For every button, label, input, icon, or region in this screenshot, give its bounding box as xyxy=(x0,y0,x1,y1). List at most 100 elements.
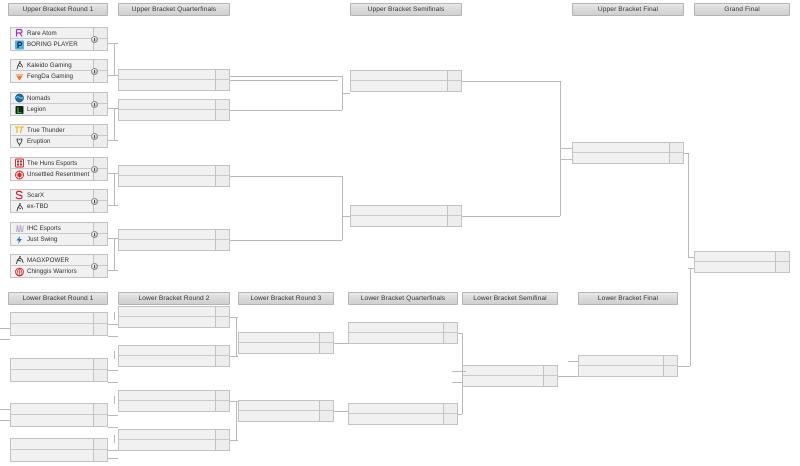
match-team-row[interactable] xyxy=(119,356,229,366)
match-team-row[interactable] xyxy=(573,143,683,153)
match-info-icon[interactable] xyxy=(91,67,98,75)
match-team-row[interactable]: ex-TBD xyxy=(11,201,107,212)
match-team-row[interactable] xyxy=(349,333,457,343)
match-team-row[interactable] xyxy=(119,80,229,90)
match-team-row[interactable] xyxy=(119,110,229,120)
match-team-row[interactable] xyxy=(119,440,229,450)
match-team-row[interactable]: Rare Atom xyxy=(11,28,107,39)
match-team-row[interactable] xyxy=(11,404,107,415)
connector-line xyxy=(230,240,342,241)
match-team-row[interactable] xyxy=(119,401,229,411)
match-team-row[interactable] xyxy=(119,430,229,440)
score-cell xyxy=(444,323,457,333)
match-team-row[interactable] xyxy=(11,324,107,335)
team-name: IHC Esports xyxy=(27,224,61,232)
match-team-row[interactable] xyxy=(119,230,229,240)
connector-line xyxy=(334,343,348,344)
match-team-row[interactable] xyxy=(349,323,457,333)
match-team-row[interactable] xyxy=(239,333,333,343)
match-team-row[interactable] xyxy=(351,216,461,226)
match-team-row[interactable] xyxy=(239,411,333,421)
match-team-row[interactable] xyxy=(119,240,229,250)
match-team-row[interactable] xyxy=(351,206,461,216)
score-cell xyxy=(544,376,557,386)
ub-sf-match xyxy=(350,70,462,92)
match-team-row[interactable] xyxy=(695,252,789,262)
connector-line xyxy=(230,440,238,441)
match-team-row[interactable]: FengDa Gaming xyxy=(11,71,107,82)
match-team-row[interactable]: BORING PLAYER xyxy=(11,39,107,50)
match-team-row[interactable] xyxy=(119,176,229,186)
match-team-row[interactable]: Eruption xyxy=(11,136,107,147)
lb-qf-match xyxy=(348,322,458,344)
match-team-row[interactable]: MAGXPOWER xyxy=(11,255,107,266)
match-team-row[interactable] xyxy=(11,415,107,426)
match-team-row[interactable] xyxy=(11,370,107,381)
score-cell xyxy=(94,404,107,415)
match-team-row[interactable]: Chinggis Warriors xyxy=(11,266,107,277)
round-header-ub-qf: Upper Bracket Quarterfinals xyxy=(118,3,230,16)
score-column xyxy=(93,359,107,381)
match-team-row[interactable] xyxy=(119,166,229,176)
score-cell xyxy=(448,216,461,226)
match-info-icon[interactable] xyxy=(91,100,98,108)
connector-line xyxy=(108,382,118,383)
match-team-row[interactable] xyxy=(579,366,677,376)
match-team-row[interactable] xyxy=(119,70,229,80)
ex-tbd-logo xyxy=(13,201,25,212)
match-team-row[interactable] xyxy=(11,313,107,324)
score-cell xyxy=(670,143,683,153)
match-team-row[interactable] xyxy=(239,343,333,353)
match-team-row[interactable] xyxy=(349,404,457,414)
score-cell xyxy=(216,430,229,440)
match-team-row[interactable]: True Thunder xyxy=(11,125,107,136)
match-team-row[interactable] xyxy=(119,307,229,317)
match-team-row[interactable]: ScarX xyxy=(11,190,107,201)
match-team-row[interactable] xyxy=(579,356,677,366)
match-team-row[interactable]: Legion xyxy=(11,104,107,115)
team-name: Just Swing xyxy=(27,236,58,243)
connector-line xyxy=(452,382,462,383)
match-info-icon[interactable] xyxy=(91,262,98,270)
score-cell xyxy=(664,366,677,376)
match-team-row[interactable] xyxy=(463,376,557,386)
legion-logo xyxy=(13,104,25,115)
match-info-icon[interactable] xyxy=(91,197,98,205)
match-team-row[interactable] xyxy=(351,81,461,91)
ub-r1-match: MAGXPOWER Chinggis Warriors xyxy=(10,254,108,278)
team-name: Unsettled Resentment xyxy=(27,171,90,178)
match-team-row[interactable] xyxy=(119,346,229,356)
fengda-gaming-logo xyxy=(13,71,25,82)
match-team-row[interactable] xyxy=(239,401,333,411)
match-team-row[interactable]: Nomads xyxy=(11,93,107,104)
match-team-row[interactable] xyxy=(119,391,229,401)
match-info-icon[interactable] xyxy=(91,132,98,140)
score-cell xyxy=(444,404,457,414)
match-team-row[interactable] xyxy=(573,153,683,163)
match-team-row[interactable]: Kaleido Gaming xyxy=(11,60,107,71)
match-team-row[interactable] xyxy=(119,317,229,327)
match-team-row[interactable] xyxy=(11,450,107,461)
match-info-icon[interactable] xyxy=(91,165,98,173)
connector-line xyxy=(690,268,691,366)
match-team-row[interactable] xyxy=(695,262,789,272)
team-name: MAGXPOWER xyxy=(27,256,70,264)
match-team-row[interactable]: The Huns Esports xyxy=(11,158,107,169)
match-team-row[interactable] xyxy=(11,359,107,370)
match-team-row[interactable]: Unsettled Resentment xyxy=(11,169,107,180)
lb-r2-match xyxy=(118,390,230,412)
score-cell xyxy=(444,333,457,343)
score-column xyxy=(319,401,333,421)
match-team-row[interactable] xyxy=(351,71,461,81)
match-team-row[interactable]: IHC Esports xyxy=(11,223,107,234)
lb-r3-match xyxy=(238,332,334,354)
connector-line xyxy=(108,458,118,459)
match-info-icon[interactable] xyxy=(91,35,98,43)
score-cell xyxy=(216,307,229,317)
match-team-row[interactable] xyxy=(11,439,107,450)
match-team-row[interactable] xyxy=(463,366,557,376)
match-team-row[interactable] xyxy=(119,100,229,110)
match-team-row[interactable] xyxy=(349,414,457,424)
match-team-row[interactable]: Just Swing xyxy=(11,234,107,245)
match-info-icon[interactable] xyxy=(91,230,98,238)
